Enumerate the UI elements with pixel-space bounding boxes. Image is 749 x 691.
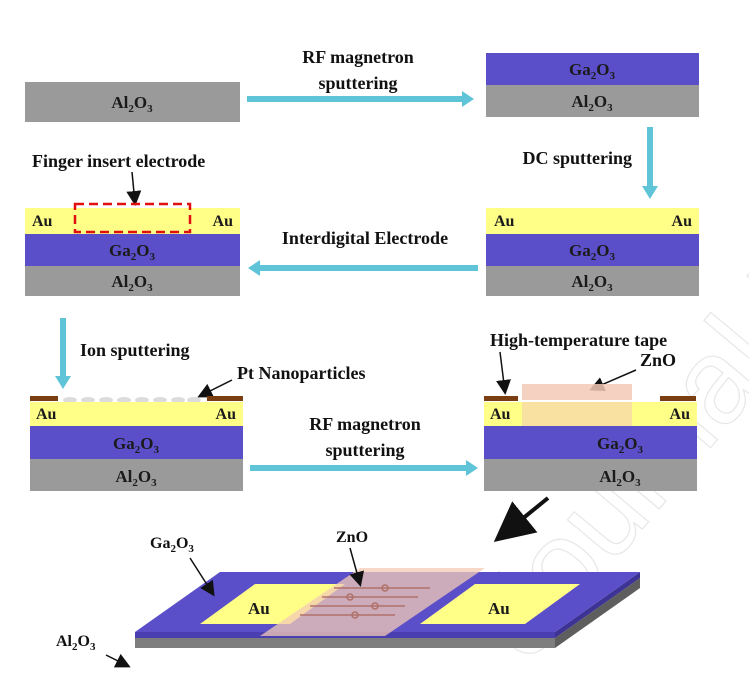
annotation-arrow (349, 547, 365, 587)
step-label: Ion sputtering (80, 340, 190, 360)
au-label: Au (670, 406, 691, 423)
al2o3-label: Al2O3 (115, 467, 157, 489)
zno-film-overlap (522, 402, 632, 426)
step-label: RF magnetron (309, 414, 421, 434)
ga2o3-label: Ga2O3 (113, 434, 159, 456)
au-label: Au (36, 406, 57, 423)
finger-region-outline (73, 202, 192, 234)
ga2o3-layer (486, 234, 699, 266)
al2o3-layer (25, 266, 240, 296)
tape-strip (30, 396, 58, 401)
al2o3-layer (25, 82, 240, 122)
zno-annotation: ZnO (640, 350, 676, 370)
au-layer (30, 402, 243, 426)
au-label: Au (672, 213, 693, 230)
substrate-block: Al2O3 (25, 82, 240, 122)
arrow-ion-sputtering: Ion sputtering (55, 318, 190, 389)
substrate-side-right (555, 578, 640, 648)
zno-coated-block: High-temperature tape ZnO Au Au Ga2O3 Al… (484, 330, 697, 491)
al2o3-layer (30, 459, 243, 491)
arrow-interdigital-electrode: Interdigital Electrode (248, 228, 478, 276)
al2o3-label: Al2O3 (571, 272, 613, 294)
ga2o3-label: Ga2O3 (569, 60, 615, 82)
step-label: Interdigital Electrode (282, 228, 448, 248)
al2o3-layer (486, 85, 699, 117)
au-label: Au (248, 599, 270, 618)
step-label: sputtering (318, 73, 397, 93)
ga2o3-layer (30, 426, 243, 459)
au-layer (486, 208, 699, 234)
arrow-rf-sputtering-1: RF magnetron sputtering (247, 47, 474, 107)
tape-strip (660, 396, 696, 401)
au-label: Au (32, 213, 53, 230)
al2o3-layer (484, 459, 697, 491)
ga2o3-layer (25, 234, 240, 266)
pt-annotation: Pt Nanoparticles (237, 363, 365, 383)
ga2o3-layer (486, 53, 699, 85)
ga2o3-label: Ga2O3 (109, 241, 155, 263)
au-pad-right (420, 584, 580, 624)
pt-particles (63, 397, 201, 403)
tape-annotation: High-temperature tape (490, 330, 667, 350)
pt-nanoparticle-block: Pt Nanoparticles Au Au Ga2O3 Al2O3 (30, 363, 365, 491)
tape-strip (484, 396, 518, 401)
annotation-arrow (197, 379, 233, 398)
al2o3-label: Al2O3 (56, 633, 96, 653)
au-label: Au (213, 213, 234, 230)
al2o3-label: Al2O3 (111, 93, 153, 115)
tape-strip (207, 396, 243, 401)
step-label: DC sputtering (522, 148, 632, 168)
step-label: RF magnetron (302, 47, 414, 67)
substrate-side (135, 638, 555, 648)
ga2o3-on-sapphire-block: Ga2O3 Al2O3 (486, 53, 699, 117)
ga2o3-label: Ga2O3 (597, 434, 643, 456)
step-label: sputtering (325, 440, 404, 460)
au-label: Au (216, 406, 237, 423)
final-device-3d: Au Au Ga2O3 ZnO Al2O3 (56, 529, 640, 668)
ga2o3-label: Ga2O3 (569, 241, 615, 263)
annotation-arrow (189, 557, 215, 597)
arrow-rf-sputtering-2: RF magnetron sputtering (250, 414, 478, 476)
final-device-arrow (493, 496, 550, 543)
zno-overlay (260, 568, 485, 636)
finger-electrode-annotation: Finger insert electrode (32, 151, 205, 171)
arrow-dc-sputtering: DC sputtering (522, 127, 658, 199)
au-coated-block: Au Au Ga2O3 Al2O3 (486, 208, 699, 296)
al2o3-label: Al2O3 (571, 92, 613, 114)
au-label: Au (494, 213, 515, 230)
ga2o3-layer (484, 426, 697, 459)
zno-label: ZnO (336, 529, 368, 546)
al2o3-layer (486, 266, 699, 296)
au-label: Au (490, 406, 511, 423)
al2o3-label: Al2O3 (599, 467, 641, 489)
annotation-arrow (126, 171, 142, 206)
au-layer (25, 208, 240, 234)
interdigital-fingers (300, 584, 430, 619)
ga2o3-side-right (555, 572, 640, 638)
au-pad-left (200, 584, 345, 624)
interdigital-electrode-block: Finger insert electrode Au Au Ga2O3 Al2O… (25, 151, 240, 296)
zno-film (522, 384, 632, 400)
ga2o3-label: Ga2O3 (150, 535, 194, 555)
annotation-arrow (105, 653, 131, 668)
al2o3-label: Al2O3 (111, 272, 153, 294)
au-label: Au (488, 599, 510, 618)
annotation-arrow (496, 351, 511, 395)
